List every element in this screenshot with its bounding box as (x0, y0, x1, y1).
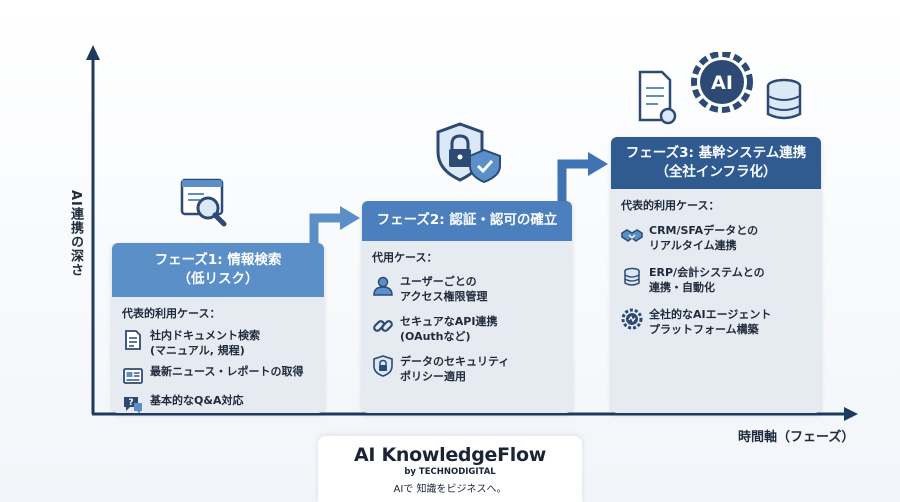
user-icon (373, 276, 393, 296)
newspaper-icon (123, 368, 143, 384)
step-arrow-1 (309, 206, 360, 246)
lock-shield-icon (373, 355, 393, 377)
phase-1-title: フェーズ1: 情報検索 （低リスク） (112, 243, 324, 297)
list-item: ERP/会計システムとの 連携・自動化 (611, 259, 821, 301)
list-item: 全社的なAIエージェント プラットフォーム構築 (611, 301, 821, 343)
list-item-text: 社内ドキュメント検索 (マニュアル, 規程) (150, 329, 260, 357)
phase-1-subtitle: 代表的利用ケース： (122, 307, 221, 320)
list-item-text: 最新ニュース・レポートの取得 (150, 365, 304, 378)
database-icon (766, 78, 802, 120)
list-item: CRM/SFAデータとの リアルタイム連携 (611, 217, 821, 259)
ai-gear-icon: AI (691, 52, 753, 113)
y-axis-label: AI連携の深さ (68, 190, 83, 277)
list-item-text: セキュアなAPI連携 (OAuthなど) (400, 315, 498, 343)
list-item: ユーザーごとの アクセス権限管理 (362, 269, 572, 309)
list-item-text: 基本的なQ&A対応 (150, 394, 244, 407)
list-item-text: ERP/会計システムとの 連携・自動化 (649, 266, 765, 294)
phase-2-card: フェーズ2: 認証・認可の確立 代用ケース： ユーザーごとの アクセス権限管理 … (362, 201, 572, 413)
link-icon (373, 320, 393, 332)
search-browser-icon (180, 178, 227, 227)
document-gear-icon (638, 70, 677, 125)
brand-name: AI KnowledgeFlow (353, 444, 547, 466)
list-item: ? 基本的なQ&A対応 (112, 390, 324, 413)
y-axis (86, 45, 100, 414)
phase-1-card: フェーズ1: 情報検索 （低リスク） 代表的利用ケース： 社内ドキュメント検索 … (112, 243, 324, 413)
phase-3-card: フェーズ3: 基幹システム連携 （全社インフラ化） 代表的利用ケース： CRM/… (611, 137, 821, 413)
x-axis (92, 407, 858, 421)
list-item-text: データのセキュリティ ポリシー適用 (400, 355, 510, 383)
ai-gear-document-database-icon: AI (638, 52, 802, 125)
ai-gear-icon (621, 308, 643, 330)
phase-2-title: フェーズ2: 認証・認可の確立 (362, 201, 572, 241)
list-item: 最新ニュース・レポートの取得 (112, 361, 324, 390)
phase-3-title: フェーズ3: 基幹システム連携 （全社インフラ化） (611, 137, 821, 189)
database-icon (624, 267, 640, 286)
list-item-text: CRM/SFAデータとの リアルタイム連携 (649, 224, 759, 252)
x-axis-label: 時間軸（フェーズ） (738, 430, 855, 445)
handshake-icon (621, 229, 643, 242)
phase-2-subtitle: 代用ケース： (372, 251, 438, 264)
phase-3-subtitle: 代表的利用ケース： (621, 199, 720, 212)
list-item-text: ユーザーごとの アクセス権限管理 (400, 275, 488, 303)
list-item: 社内ドキュメント検索 (マニュアル, 規程) (112, 325, 324, 361)
qa-chat-icon: ? (124, 397, 142, 413)
list-item: データのセキュリティ ポリシー適用 (362, 349, 572, 389)
ai-gear-label: AI (711, 72, 733, 94)
list-item: セキュアなAPI連携 (OAuthなど) (362, 309, 572, 349)
brand-byline: by TECHNODIGITAL (404, 467, 496, 477)
step-arrow-2 (557, 152, 608, 204)
list-item-text: 全社的なAIエージェント プラットフォーム構築 (649, 308, 772, 336)
padlock-shield-icon (436, 122, 501, 184)
brand-tagline: AIで 知識をビジネスへ。 (393, 484, 507, 495)
footer-brand-panel: AI KnowledgeFlow by TECHNODIGITAL AIで 知識… (318, 436, 582, 502)
svg-text:?: ? (128, 398, 133, 408)
document-icon (125, 330, 141, 350)
